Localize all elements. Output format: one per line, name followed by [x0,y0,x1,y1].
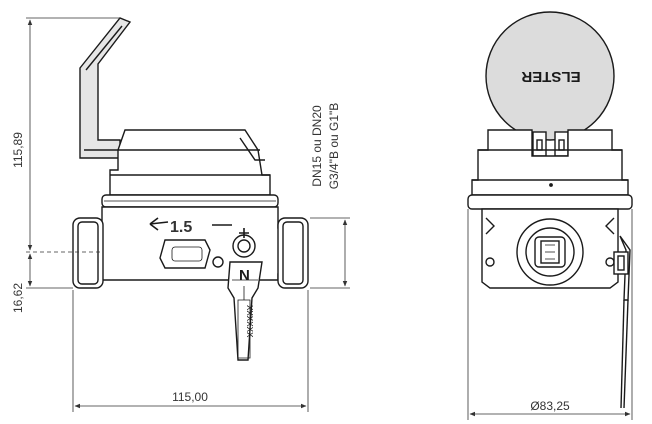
flow-marking: 1.5 [170,219,192,236]
front-view-flange [467,194,633,210]
dimension-height-total [26,17,120,253]
front-view-register [471,129,629,196]
side-view: 1.5 [72,17,309,361]
front-view-lid [485,11,615,141]
seal-tag [227,261,263,361]
seal-code: XXXXXX [244,305,254,338]
dimension-height-total-label: 115,89 [11,132,25,168]
dimension-diameter-label: Ø83,25 [530,399,570,413]
dimension-thread-height [310,217,350,289]
front-view-seal [613,235,631,409]
dimension-diameter [467,209,633,420]
nominal-size-label: DN15 ou DN20 [310,105,324,187]
side-view-flange [101,194,279,208]
thread-size-label: G3/4"B ou G1"B [327,103,341,190]
front-view [467,11,633,409]
seal-letter: N [239,267,250,284]
dimension-length [72,290,309,412]
side-view-lid [79,17,132,159]
dimension-height-axis-label: 16,62 [11,283,25,313]
lid-brand: ELSTER [521,68,580,85]
side-view-register [109,129,271,196]
front-view-body [481,208,619,289]
dimension-height-axis [26,253,73,289]
dimension-length-label: 115,00 [172,390,208,404]
